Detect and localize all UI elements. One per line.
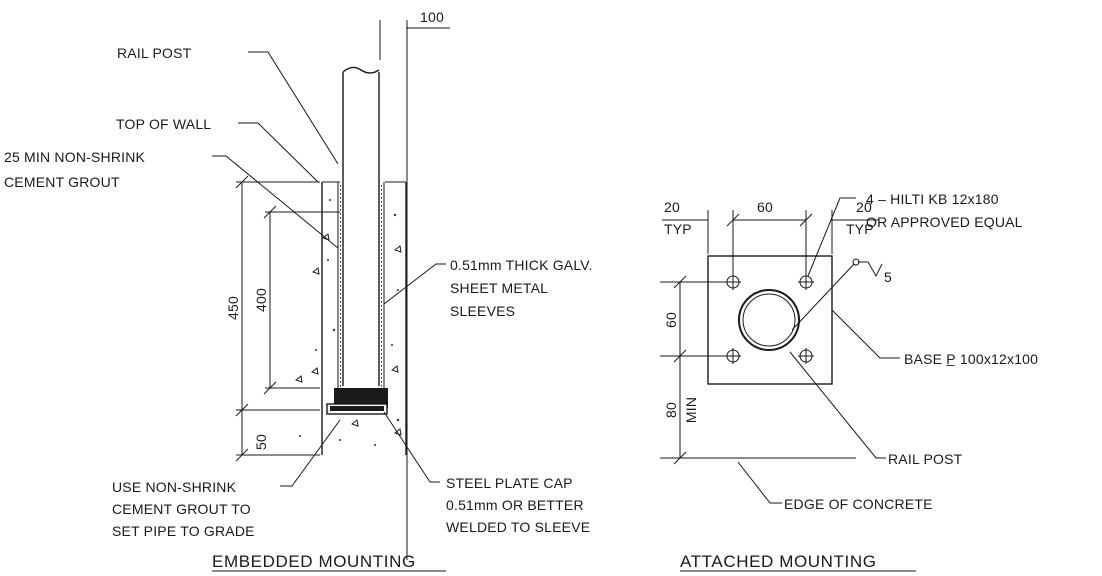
label-anchor-2: OR APPROVED EQUAL bbox=[866, 214, 1023, 230]
left-vertical-dimensions: 60 80 MIN bbox=[660, 275, 856, 465]
label-sleeve-1: 0.51mm THICK GALV. bbox=[450, 257, 593, 273]
dim-450-text: 450 bbox=[225, 296, 241, 320]
attached-mounting-title: ATTACHED MOUNTING bbox=[680, 552, 877, 571]
dim-100: 100 bbox=[379, 9, 450, 560]
rail-post-pipe bbox=[342, 66, 380, 386]
dim-80-min: MIN bbox=[683, 397, 699, 423]
label-base-plate: BASE P̲ 100x12x100 bbox=[904, 351, 1038, 367]
dim-60-top-text: 60 bbox=[757, 199, 773, 215]
rail-post-section bbox=[738, 289, 800, 351]
steel-plate-cap bbox=[326, 388, 388, 415]
embedded-mounting-title: EMBEDDED MOUNTING bbox=[212, 552, 416, 571]
label-use-1: USE NON-SHRINK bbox=[112, 479, 237, 495]
label-cap-3: WELDED TO SLEEVE bbox=[446, 519, 590, 535]
label-grout-1: 25 MIN NON-SHRINK bbox=[4, 149, 146, 165]
label-cap-2: 0.51mm OR BETTER bbox=[446, 497, 584, 513]
label-top-of-wall: TOP OF WALL bbox=[116, 116, 211, 132]
label-cap-1: STEEL PLATE CAP bbox=[446, 475, 573, 491]
label-weld: 5 bbox=[884, 269, 892, 285]
embedded-mounting-detail: 100 450 400 50 bbox=[4, 9, 593, 572]
left-dimensions: 450 400 50 bbox=[225, 175, 340, 462]
anchor-bolts bbox=[725, 274, 814, 364]
dim-80-text: 80 bbox=[663, 402, 679, 418]
dim-20-right-typ: TYP bbox=[846, 221, 874, 237]
label-use-2: CEMENT GROUT TO bbox=[112, 501, 251, 517]
label-sleeve-3: SLEEVES bbox=[450, 303, 515, 319]
label-rail-post: RAIL POST bbox=[117, 45, 192, 61]
concrete-wall bbox=[294, 181, 407, 455]
dim-100-text: 100 bbox=[420, 9, 444, 25]
label-rail-post-attached: RAIL POST bbox=[888, 451, 963, 467]
attached-mounting-detail: 20 TYP 60 20 TYP 60 80 MIN bbox=[660, 191, 1038, 572]
sheet-metal-sleeves bbox=[337, 182, 385, 392]
dim-20-left-text: 20 bbox=[664, 199, 680, 215]
label-edge-of-concrete: EDGE OF CONCRETE bbox=[784, 496, 933, 512]
label-anchor-1: 4 – HILTI KB 12x180 bbox=[866, 191, 999, 207]
top-dimensions: 20 TYP 60 20 TYP bbox=[662, 199, 878, 274]
label-grout-2: CEMENT GROUT bbox=[4, 174, 120, 190]
dim-50-text: 50 bbox=[253, 434, 269, 450]
label-use-3: SET PIPE TO GRADE bbox=[112, 523, 255, 539]
dim-20-left-typ: TYP bbox=[664, 221, 692, 237]
dim-60-vert-text: 60 bbox=[663, 312, 679, 328]
base-plate bbox=[707, 255, 833, 385]
embedded-leaders bbox=[212, 51, 446, 487]
dim-400-text: 400 bbox=[253, 288, 269, 312]
dim-20-right-text: 20 bbox=[856, 199, 872, 215]
label-sleeve-2: SHEET METAL bbox=[450, 280, 548, 296]
attached-leaders bbox=[737, 197, 900, 504]
